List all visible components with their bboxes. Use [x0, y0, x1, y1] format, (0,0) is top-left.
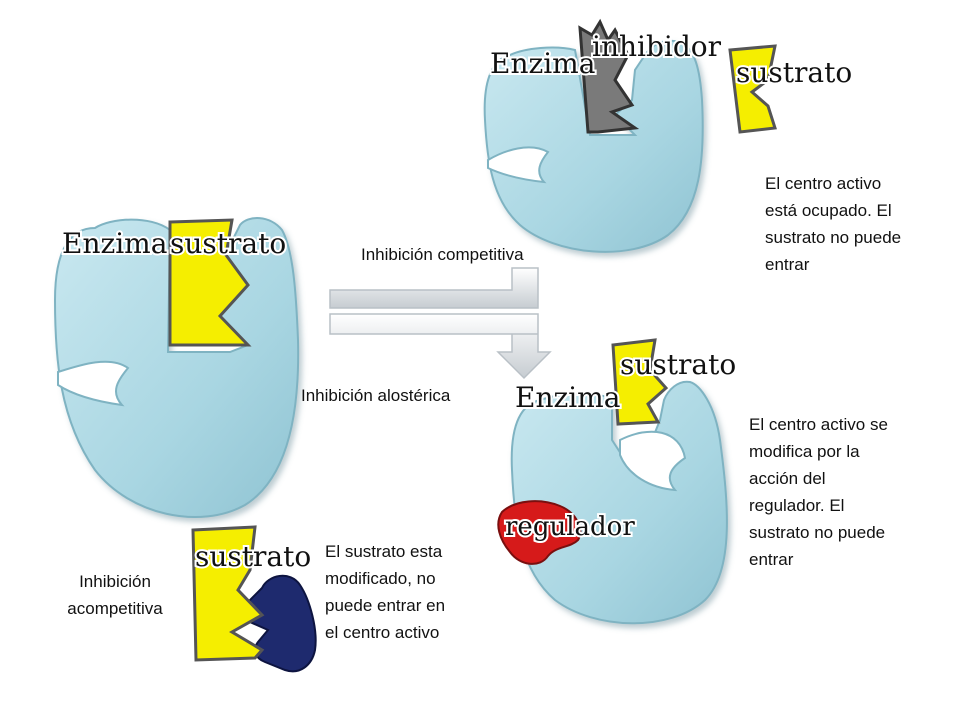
- main-enzyme-notch: [57, 360, 130, 407]
- competitive-enzyme-notch: [487, 146, 550, 184]
- main-substrate-label: sustrato: [170, 227, 286, 260]
- regulator-label: regulador: [505, 512, 635, 542]
- uncompetitive-substrate-shape: [191, 525, 265, 662]
- allosteric-inhibition-label: Inhibición alostérica: [301, 386, 451, 405]
- allosteric-arrow: [329, 313, 552, 380]
- allosteric-enzyme-complex: Enzima sustrato regulador: [497, 338, 738, 625]
- allosteric-note: El centro activo se modifica por la acci…: [749, 415, 888, 569]
- main-substrate-shape: [168, 218, 252, 347]
- main-enzyme-complex: Enzima sustrato: [53, 217, 300, 518]
- allosteric-enzyme-label: Enzima: [515, 381, 620, 414]
- branch-arrows: [329, 267, 552, 380]
- inhibitor-shape: [578, 18, 640, 134]
- competitive-note: El centro activo está ocupado. El sustra…: [765, 174, 902, 274]
- allosteric-enzyme-notch: [619, 430, 687, 492]
- regulator-shape: [497, 500, 582, 565]
- competitive-inhibition-label: Inhibición competitiva: [361, 245, 524, 264]
- uncompetitive-substrate-label: sustrato: [195, 540, 311, 573]
- uncompetitive-inhibition-label: Inhibición acompetitiva: [67, 572, 163, 618]
- competitive-free-substrate-shape: [728, 44, 777, 134]
- competitive-enzyme-shape: [483, 39, 704, 253]
- allosteric-substrate-shape: [611, 338, 669, 426]
- main-enzyme-label: Enzima: [62, 227, 167, 260]
- uncompetitive-note: El sustrato esta modificado, no puede en…: [325, 542, 446, 642]
- inhibitor-label: inhibidor: [592, 30, 722, 63]
- competitive-enzyme-label: Enzima: [490, 47, 595, 80]
- uncompetitive-complex: sustrato: [191, 525, 317, 673]
- competitive-substrate-label: sustrato: [736, 56, 852, 89]
- allosteric-substrate-label: sustrato: [620, 348, 736, 381]
- competitive-enzyme-complex: Enzima inhibidor sustrato: [483, 18, 854, 253]
- competitive-arrow: [329, 267, 539, 309]
